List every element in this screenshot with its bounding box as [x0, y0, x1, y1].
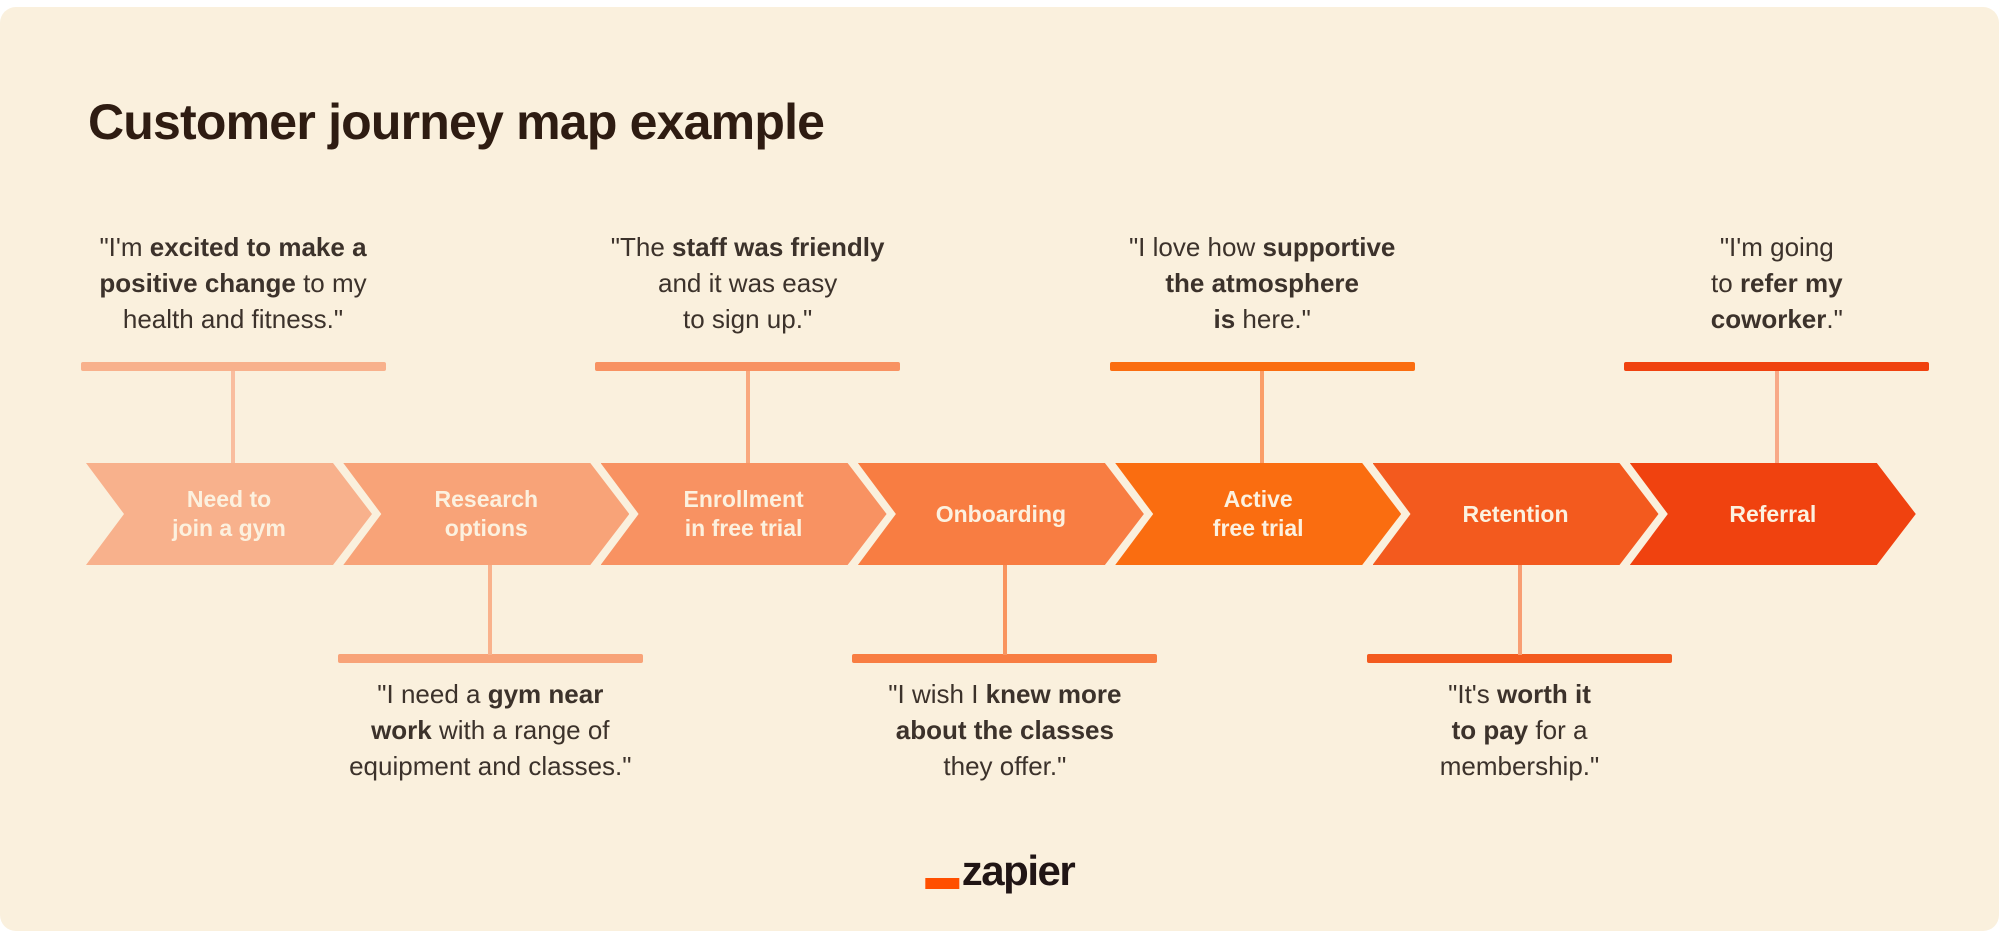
stage-label-research-options: Research options — [434, 486, 539, 541]
stage-chevron-referral: Referral — [1629, 463, 1916, 565]
stage-label-active-free-trial: Active free trial — [1212, 486, 1304, 541]
stage-label-retention: Retention — [1462, 500, 1569, 527]
stage-chevron-research-options: Research options — [343, 463, 630, 565]
quote-connector-line-research-options — [488, 565, 493, 655]
quote-connector-line-onboarding — [1002, 565, 1007, 655]
stage-label-enrollment-in-free-trial: Enrollment in free trial — [683, 486, 804, 541]
stage-label-onboarding: Onboarding — [935, 500, 1067, 527]
quote-bar-research-options — [337, 654, 643, 663]
quote-bar-retention — [1367, 654, 1672, 663]
quote-connector-line-need-to-join-a-gym — [231, 371, 235, 463]
stage-chevron-enrollment-in-free-trial: Enrollment in free trial — [600, 463, 887, 565]
quote-bar-onboarding — [852, 654, 1158, 663]
stage-label-need-to-join-a-gym: Need to join a gym — [172, 486, 286, 541]
stage-chevron-onboarding: Onboarding — [857, 463, 1144, 565]
stage-chevron-retention: Retention — [1372, 463, 1659, 565]
quote-connector-line-active-free-trial — [1260, 371, 1265, 463]
quote-connector-line-retention — [1517, 565, 1522, 655]
zapier-logo: zapier — [924, 845, 1076, 898]
page-title: Customer journey map example — [88, 94, 825, 150]
quote-connector-line-enrollment-in-free-trial — [745, 371, 750, 463]
stage-chevron-need-to-join-a-gym: Need to join a gym — [86, 463, 372, 565]
quote-bar-referral — [1624, 362, 1930, 371]
stage-label-referral: Referral — [1729, 500, 1817, 527]
quote-bar-enrollment-in-free-trial — [595, 362, 901, 371]
quote-bar-active-free-trial — [1109, 362, 1415, 371]
zapier-logo-text: zapier — [961, 847, 1076, 895]
stage-chevron-active-free-trial: Active free trial — [1115, 463, 1402, 565]
quote-bar-need-to-join-a-gym — [80, 362, 386, 371]
quote-connector-line-referral — [1774, 371, 1779, 463]
zapier-logo-underscore — [924, 878, 959, 889]
